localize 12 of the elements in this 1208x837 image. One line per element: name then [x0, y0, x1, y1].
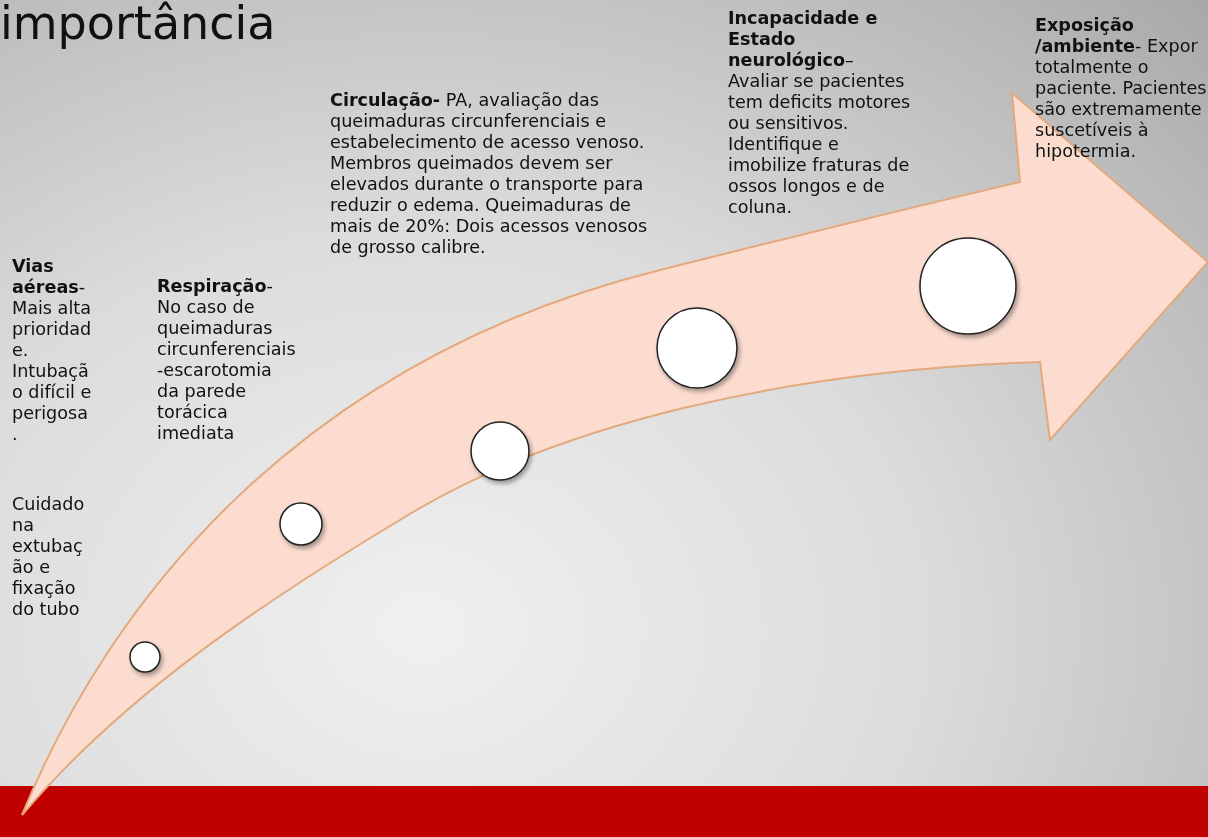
title: importância	[0, 0, 276, 50]
circle-marker	[656, 307, 738, 389]
circle-marker	[470, 421, 530, 481]
step-description: Vias aéreas- Mais alta prioridade. Intubação difícil e perigosa.	[12, 256, 92, 445]
step-description: Respiração- No caso de queimaduras circunferenciais-escarotomia da parede torácica imediata	[157, 276, 297, 444]
step-description: Cuidado na extubação e fixação do tubo	[12, 494, 86, 620]
step-description: Incapacidade e Estado neurológico– Avaliar se pacientes tem deficits motores ou sensitivos. Identifique e imobilize fraturas de ossos longos e de coluna.	[728, 8, 912, 218]
circle-marker	[919, 237, 1017, 335]
step-description: Circulação- PA, avaliação das queimaduras circunferenciais e estabelecimento de acesso venoso. Membros queimados devem ser elevados durante o transporte para reduzir o edema. Queimaduras de mais de 20%: Dois acessos venosos de grosso calibre.	[330, 90, 649, 258]
step-description: Exposição /ambiente- Expor totalmente o paciente. Pacientes são extremamente suscetíveis à hipotermia.	[1035, 15, 1207, 162]
circle-marker	[129, 641, 161, 673]
circle-marker	[279, 502, 323, 546]
